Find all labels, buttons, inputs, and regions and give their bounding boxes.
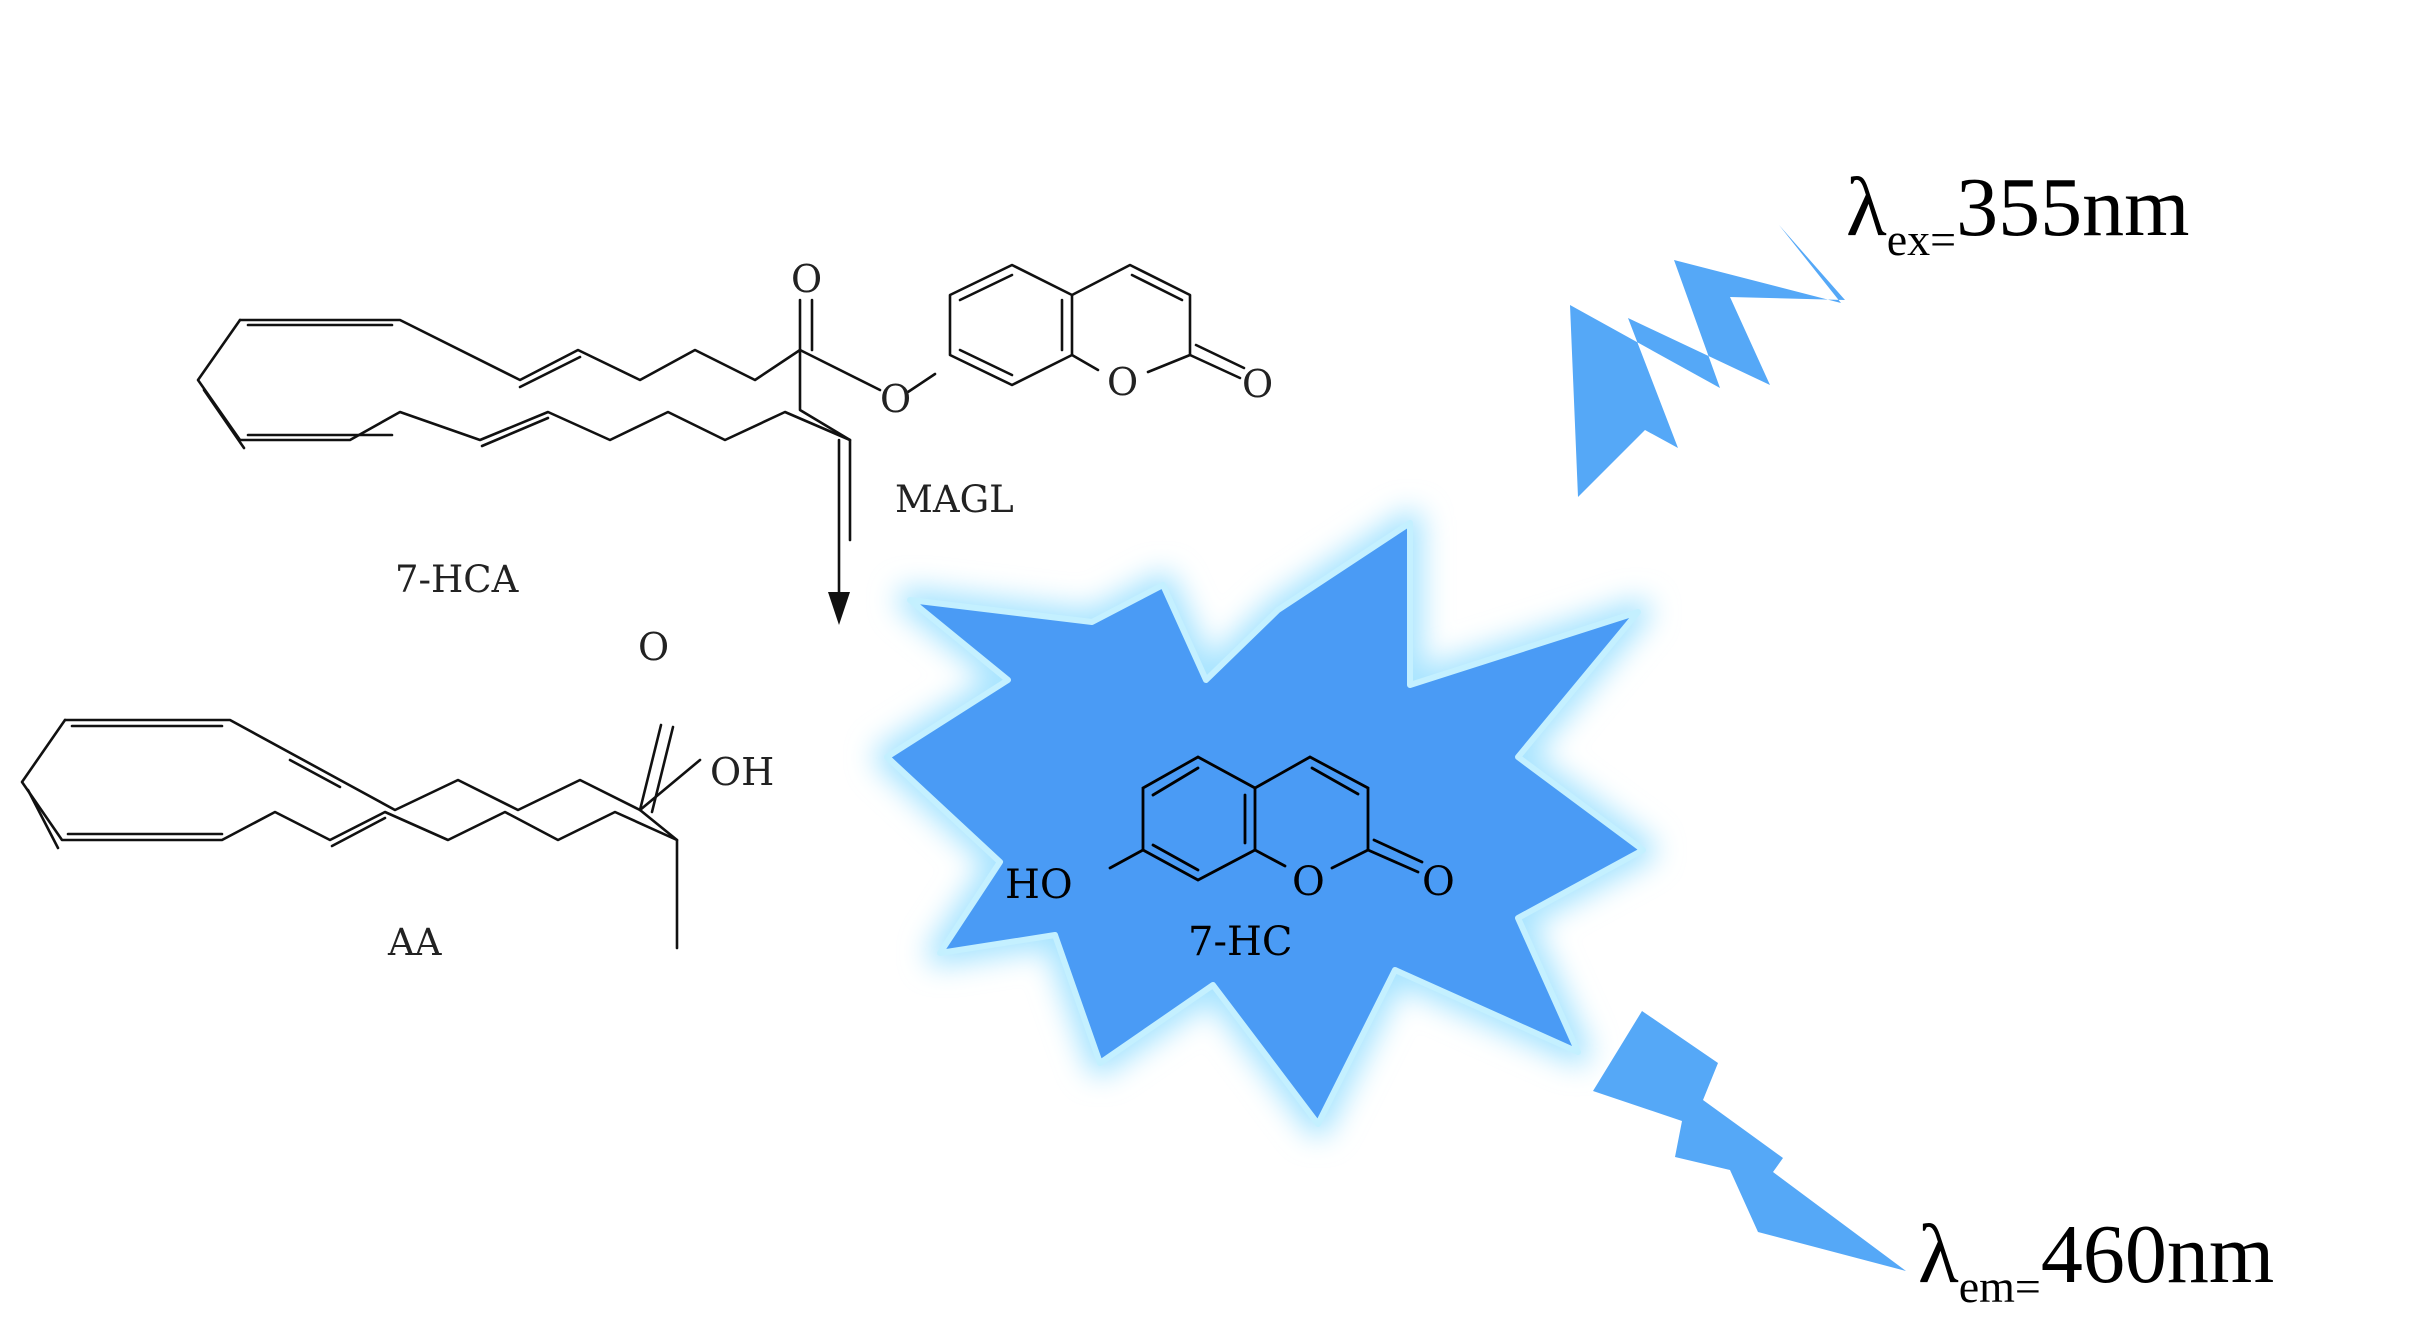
substrate-label: 7-HCA [395, 558, 520, 601]
emission-subscript: em= [1959, 1261, 2041, 1312]
atom-o: O [1422, 859, 1455, 905]
atom-o: O [1242, 362, 1273, 406]
atom-o: O [880, 377, 911, 421]
atom-o: O [638, 625, 669, 669]
product-arachidonic-acid [20, 718, 702, 950]
fluorophore-label: 7-HC [1188, 919, 1292, 965]
atom-o: O [1292, 859, 1325, 905]
product-7-hydroxycoumarin [1108, 755, 1424, 882]
atom-ho: HO [1005, 862, 1073, 908]
lightning-bolt-icon [1593, 1011, 1906, 1271]
lambda-symbol: λ [1918, 1208, 1959, 1301]
substrate-7-hca [196, 263, 1246, 542]
arrowhead [828, 592, 850, 625]
enzyme-label: MAGL [895, 478, 1014, 521]
emission-value: 460nm [2041, 1208, 2274, 1301]
atom-o: O [791, 257, 822, 301]
acid-label: AA [387, 921, 443, 964]
atom-o: O [1107, 360, 1138, 404]
excitation-value: 355nm [1956, 161, 2189, 254]
lambda-symbol: λ [1846, 161, 1887, 254]
lightning-bolt-icon [1570, 225, 1845, 497]
starburst-icon [884, 520, 1646, 1127]
fluorescence-burst [874, 510, 1656, 1137]
excitation-wavelength-label: λex=355nm [1846, 161, 2189, 265]
excitation-subscript: ex= [1887, 214, 1956, 265]
atom-oh: OH [710, 750, 774, 794]
emission-wavelength-label: λem=460nm [1918, 1208, 2274, 1312]
